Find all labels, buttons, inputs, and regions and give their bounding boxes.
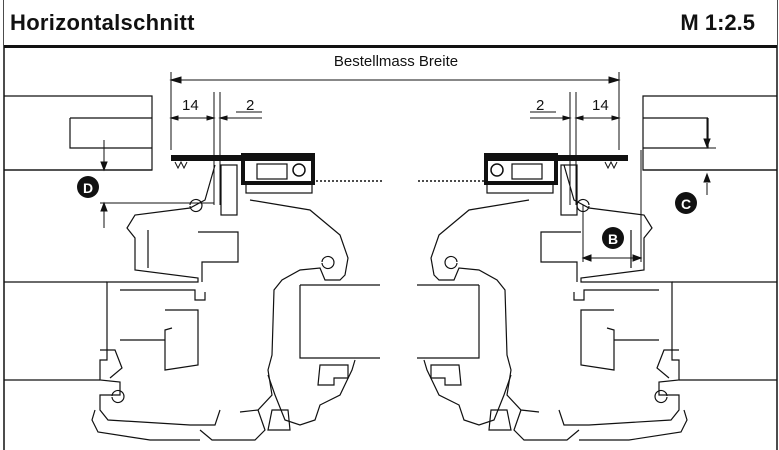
marker-d-label: D: [83, 180, 93, 196]
left-dim-14: 14: [182, 97, 199, 114]
overall-width-label: Bestellmass Breite: [334, 53, 458, 70]
marker-b: [602, 227, 624, 249]
scale-label: M 1:2.5: [680, 10, 755, 35]
right-dimension-lines: [530, 92, 621, 205]
c-dimension: [643, 118, 716, 195]
header-bar: Horizontalschnitt M 1:2.5: [4, 0, 777, 48]
right-dim-14: 14: [592, 97, 609, 114]
right-frame-profile: [417, 164, 688, 441]
left-dim-2: 2: [246, 97, 254, 114]
marker-b-label: B: [608, 231, 618, 247]
page-title: Horizontalschnitt: [10, 10, 195, 35]
marker-c-label: C: [681, 196, 691, 212]
d-dimension: [100, 140, 214, 228]
marker-c: [675, 192, 697, 214]
overall-dimension: [169, 72, 621, 150]
left-wall: [4, 95, 153, 171]
right-top-profile: [484, 153, 628, 216]
left-frame-profile: [91, 164, 380, 441]
left-top-profile: [171, 153, 315, 216]
right-dim-2: 2: [536, 97, 544, 114]
right-wall: [642, 95, 777, 171]
left-dimension-lines: [169, 92, 262, 205]
marker-d: [77, 176, 99, 198]
